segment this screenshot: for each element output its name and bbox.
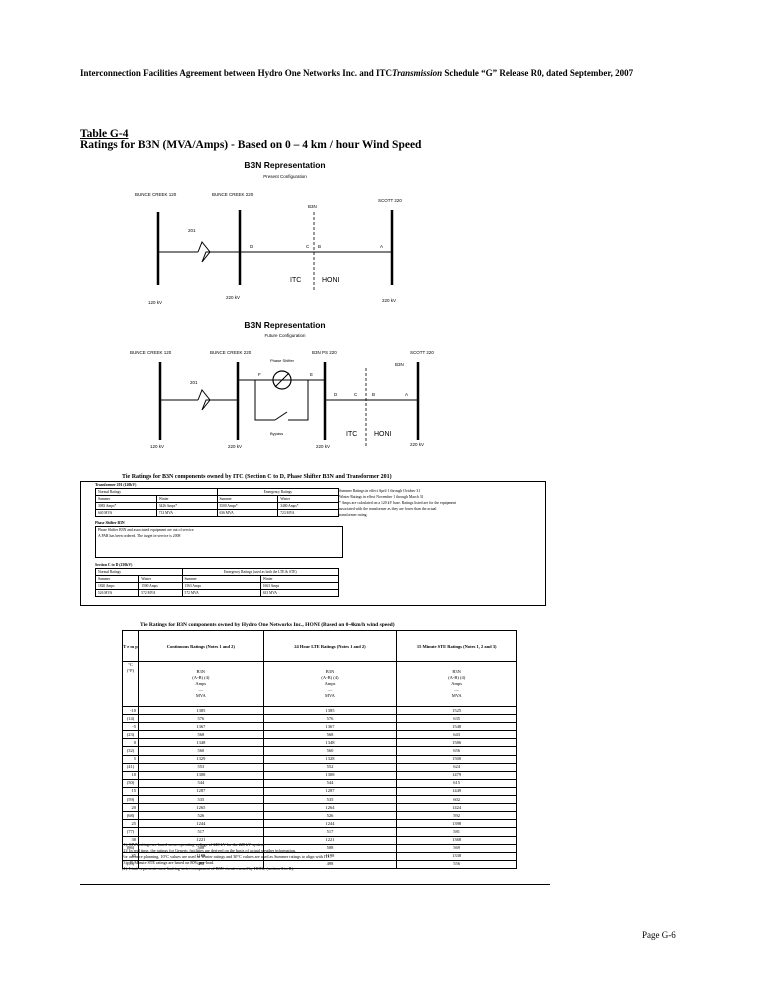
svg-text:B3N: B3N (395, 362, 404, 367)
svg-text:E: E (310, 372, 313, 377)
svg-text:220 kV: 220 kV (410, 442, 424, 447)
svg-text:HONI: HONI (374, 431, 392, 438)
phase-shifter-note: Phase Shifter B3N and associated equipme… (95, 526, 343, 558)
diagram1-line-label: B3N (308, 204, 317, 209)
footnote: (3): 15 Minute STE ratings are based on … (122, 860, 215, 865)
svg-text:B: B (372, 392, 375, 397)
transformer-symbol (197, 389, 238, 411)
diagram1-circuit-label: 201 (188, 228, 196, 233)
itc-notes: Summer Ratings in effect April 1 through… (339, 489, 457, 517)
diagram2-one-line: BUNCE CREEK 120 BUNCE CREEK 220 B3N PS 2… (130, 350, 434, 449)
phase-shifter-label: Phase Shifter (270, 358, 295, 363)
footnote: For advance planning, 10°C values are us… (122, 854, 332, 859)
diagram2-subtitle: Future Configuration (264, 333, 306, 338)
svg-text:D: D (334, 392, 338, 397)
phase-shifter-symbol (272, 370, 292, 390)
svg-text:120 kV: 120 kV (148, 300, 162, 305)
transformer-symbol (197, 241, 240, 263)
bypass-label: Bypass (270, 431, 283, 436)
svg-text:220 kV: 220 kV (382, 298, 396, 303)
diagram1-one-line: BUNCE CREEK 120 BUNCE CREEK 220 SCOTT 22… (135, 192, 402, 305)
diagram1-bus-label: SCOTT 220 (378, 198, 402, 203)
diagram1-bus-label: BUNCE CREEK 220 (212, 192, 254, 197)
table-number: Table G-4 (80, 128, 129, 140)
page-number: Page G-6 (642, 930, 676, 940)
footnote: (1): MVA ratings are based on an operati… (122, 842, 265, 847)
svg-text:C: C (306, 244, 310, 249)
svg-text:220 kV: 220 kV (228, 444, 242, 449)
honi-ratings-title: Tie Ratings for B3N components owned by … (140, 622, 395, 628)
footnote: (4): Limit represents most limiting seri… (122, 866, 294, 871)
diagram1-title: B3N Representation (244, 160, 326, 170)
diagram1-subtitle: Present Configuration (263, 174, 307, 179)
itc-ratings-title: Tie Ratings for B3N components owned by … (122, 474, 392, 480)
svg-text:ITC: ITC (346, 431, 357, 438)
diagram2-title: B3N Representation (244, 320, 326, 330)
divider (80, 884, 550, 885)
svg-text:220 kV: 220 kV (316, 444, 330, 449)
svg-text:B3N PS 220: B3N PS 220 (312, 350, 337, 355)
svg-text:A: A (380, 244, 383, 249)
footnote: (2): In real time, the ratings for Gener… (122, 848, 297, 853)
svg-text:201: 201 (190, 380, 198, 385)
svg-text:120 kV: 120 kV (150, 444, 164, 449)
svg-text:BUNCE CREEK 220: BUNCE CREEK 220 (210, 350, 252, 355)
svg-text:220 kV: 220 kV (226, 295, 240, 300)
svg-text:D: D (250, 244, 254, 249)
owner-honi: HONI (322, 277, 340, 284)
diagram1-bus-label: BUNCE CREEK 120 (135, 192, 177, 197)
svg-text:BUNCE CREEK 120: BUNCE CREEK 120 (130, 350, 172, 355)
document-header: Interconnection Facilities Agreement bet… (80, 68, 634, 78)
table-caption: Ratings for B3N (MVA/Amps) - Based on 0 … (80, 139, 422, 151)
svg-text:SCOTT 220: SCOTT 220 (410, 350, 434, 355)
svg-text:F: F (258, 372, 261, 377)
svg-text:C: C (354, 392, 358, 397)
owner-itc: ITC (290, 277, 301, 284)
svg-text:B: B (318, 244, 321, 249)
svg-text:A: A (405, 392, 408, 397)
